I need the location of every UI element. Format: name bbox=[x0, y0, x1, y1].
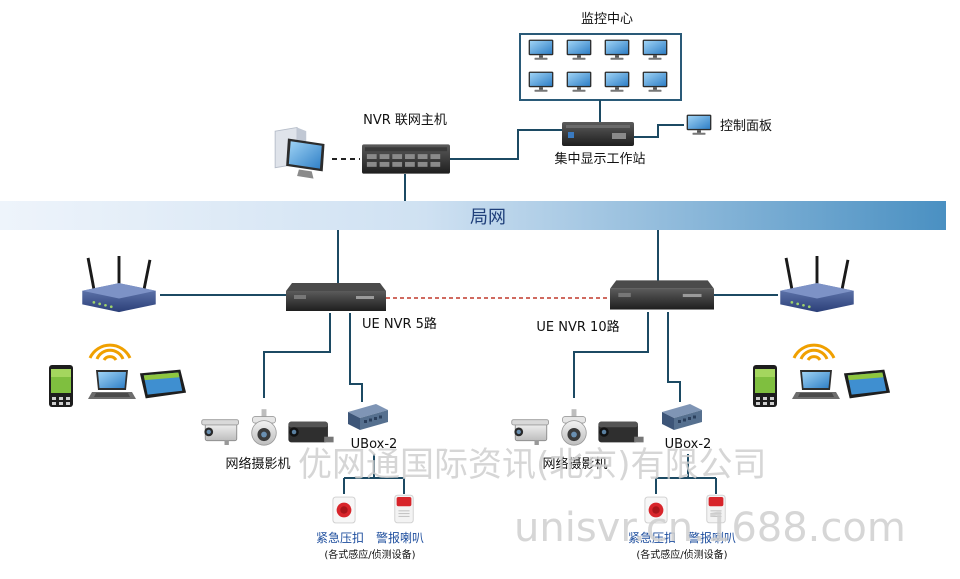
ue-nvr-left-label: UE NVR 5路 bbox=[362, 316, 437, 332]
tablet-icon bbox=[843, 369, 891, 399]
wifi-icon bbox=[792, 343, 836, 362]
monitor-center-label: 监控中心 bbox=[581, 12, 633, 27]
wifi-icon bbox=[88, 343, 132, 362]
ubox-icon bbox=[662, 404, 702, 430]
cameras-right-label: 网络摄影机 bbox=[542, 456, 607, 472]
ue-nvr-left-icon bbox=[286, 283, 386, 311]
nvr-host-server-icon bbox=[362, 144, 450, 174]
right-nvr-camera-branch bbox=[573, 312, 649, 398]
emergency-button-icon bbox=[332, 496, 356, 524]
ubox-right-sensor-branch bbox=[655, 454, 717, 494]
dome-camera-icon bbox=[251, 408, 277, 446]
alarm-speaker-icon bbox=[394, 494, 414, 524]
camera-icon bbox=[511, 419, 549, 446]
sensors-left-label: (各式感应/侦测设备) bbox=[324, 548, 415, 561]
watermark-company: 优网通国际资讯(北京)有限公司 bbox=[298, 445, 767, 485]
left-nvr-ubox-branch bbox=[349, 313, 363, 402]
left-nvr-camera-branch bbox=[263, 313, 331, 398]
ubox-right-label: UBox-2 bbox=[665, 437, 712, 452]
ubox-left-label: UBox-2 bbox=[351, 437, 398, 452]
alarm-speaker-left-label: 警报喇叭 bbox=[376, 530, 424, 545]
lan-bar bbox=[0, 201, 946, 230]
control-panel-monitor-icon bbox=[686, 114, 712, 135]
ue-nvr-right-icon bbox=[610, 280, 714, 310]
phone-icon bbox=[753, 365, 777, 407]
alarm-speaker-right-label: 警报喇叭 bbox=[688, 530, 736, 545]
emergency-right-label: 紧急压扣 bbox=[628, 530, 676, 545]
camera-icon bbox=[598, 421, 644, 443]
ubox-left-sensor-branch bbox=[343, 454, 405, 494]
laptop-icon bbox=[88, 370, 136, 399]
right-nvr-ubox-branch bbox=[667, 312, 681, 402]
workstation-to-panel-line bbox=[634, 124, 684, 138]
nvr-host-label: NVR 联网主机 bbox=[363, 113, 447, 128]
desktop-pc-icon bbox=[274, 127, 325, 180]
router-icon bbox=[778, 256, 856, 314]
nvr-host-to-workstation-line bbox=[450, 129, 562, 160]
display-workstation-label: 集中显示工作站 bbox=[554, 151, 645, 167]
lan-label: 局网 bbox=[470, 207, 506, 228]
dome-camera-icon bbox=[561, 408, 587, 446]
router-icon bbox=[80, 256, 158, 314]
camera-icon bbox=[288, 421, 334, 443]
ue-nvr-right-label: UE NVR 10路 bbox=[536, 319, 619, 335]
control-panel-label: 控制面板 bbox=[720, 119, 772, 134]
cameras-left-label: 网络摄影机 bbox=[225, 456, 290, 472]
camera-icon bbox=[201, 419, 239, 446]
laptop-icon bbox=[792, 370, 840, 399]
watermark-site: unisvr.cn.1688.com bbox=[514, 505, 906, 551]
sensors-right-label: (各式感应/侦测设备) bbox=[636, 548, 727, 561]
ubox-icon bbox=[348, 404, 388, 430]
emergency-left-label: 紧急压扣 bbox=[316, 530, 364, 545]
tablet-icon bbox=[139, 369, 187, 399]
display-workstation bbox=[562, 122, 634, 146]
phone-icon bbox=[49, 365, 73, 407]
